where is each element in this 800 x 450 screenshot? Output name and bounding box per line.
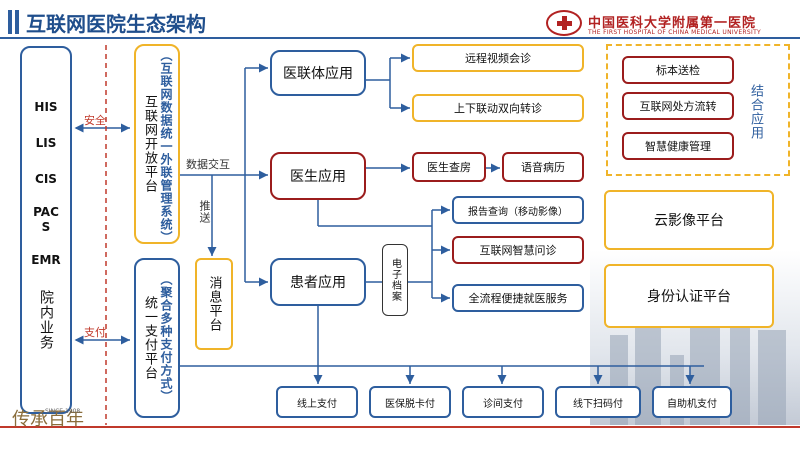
payment-clinic: 诊间支付 <box>462 386 544 418</box>
open-platform-sub: （互联网数据统一外联管理系统） <box>159 49 173 244</box>
hospital-name-en: THE FIRST HOSPITAL OF CHINA MEDICAL UNIV… <box>588 29 762 36</box>
service-referral: 上下联动双向转诊 <box>412 94 584 122</box>
push-label: 推送 <box>198 200 211 224</box>
title-divider <box>0 37 800 39</box>
hospital-name-cn: 中国医科大学附属第一医院 <box>588 16 757 31</box>
centennial-logo: 传承百年 <box>12 409 84 430</box>
payment-platform-sub: （聚合多种支付方式） <box>159 273 173 403</box>
open-platform-box: 互联网开放平台 （互联网数据统一外联管理系统） <box>134 44 180 244</box>
service-report-query: 报告查询（移动影像） <box>452 196 584 224</box>
service-remote-video: 远程视频会诊 <box>412 44 584 72</box>
system-emr: EMR <box>31 253 61 267</box>
combined-apps-group <box>606 44 790 176</box>
payment-platform-title: 统一支付平台 <box>142 296 157 380</box>
service-full-process: 全流程便捷就医服务 <box>452 284 584 312</box>
patient-app-box: 患者应用 <box>270 258 366 306</box>
system-lis: LIS <box>35 136 57 150</box>
hospital-business-label: 院内业务 <box>38 290 54 350</box>
since-label: SINCE 1908 <box>45 408 81 415</box>
payment-qr-offline: 线下扫码付 <box>555 386 641 418</box>
data-exchange-label: 数据交互 <box>186 158 230 171</box>
security-label: 安全 <box>84 114 106 127</box>
e-archive-box: 电子档案 <box>382 244 408 316</box>
hospital-systems-panel: HIS LIS CIS PAC S EMR 院内业务 <box>20 46 72 414</box>
page-title: 互联网医院生态架构 <box>26 12 206 36</box>
service-ward-round: 医生查房 <box>412 152 486 182</box>
doctor-app-box: 医生应用 <box>270 152 366 200</box>
e-archive-label: 电子档案 <box>389 258 401 302</box>
payment-medical-insurance: 医保脱卡付 <box>369 386 451 418</box>
service-voice-record: 语音病历 <box>502 152 584 182</box>
combined-health-mgmt: 智慧健康管理 <box>622 132 734 160</box>
system-pacs: PAC S <box>33 205 59 234</box>
footer-divider <box>0 426 800 428</box>
hospital-emblem-icon <box>546 10 582 36</box>
message-platform-box: 消息平台 <box>195 258 233 350</box>
combined-apps-label: 结合应用 <box>748 84 763 140</box>
payment-kiosk: 自助机支付 <box>652 386 732 418</box>
system-cis: CIS <box>35 172 57 186</box>
open-platform-title: 互联网开放平台 <box>142 95 157 193</box>
title-accent-bar <box>8 10 12 34</box>
message-platform-title: 消息平台 <box>206 276 222 332</box>
service-smart-consult: 互联网智慧问诊 <box>452 236 584 264</box>
identity-auth-platform: 身份认证平台 <box>604 264 774 328</box>
cloud-imaging-platform: 云影像平台 <box>604 190 774 250</box>
payment-platform-box: 统一支付平台 （聚合多种支付方式） <box>134 258 180 418</box>
combined-prescription: 互联网处方流转 <box>622 92 734 120</box>
title-accent-bar <box>15 10 19 34</box>
payment-online: 线上支付 <box>276 386 358 418</box>
payment-label: 支付 <box>84 326 106 339</box>
system-his: HIS <box>34 100 58 114</box>
alliance-app-box: 医联体应用 <box>270 50 366 96</box>
combined-specimen: 标本送检 <box>622 56 734 84</box>
